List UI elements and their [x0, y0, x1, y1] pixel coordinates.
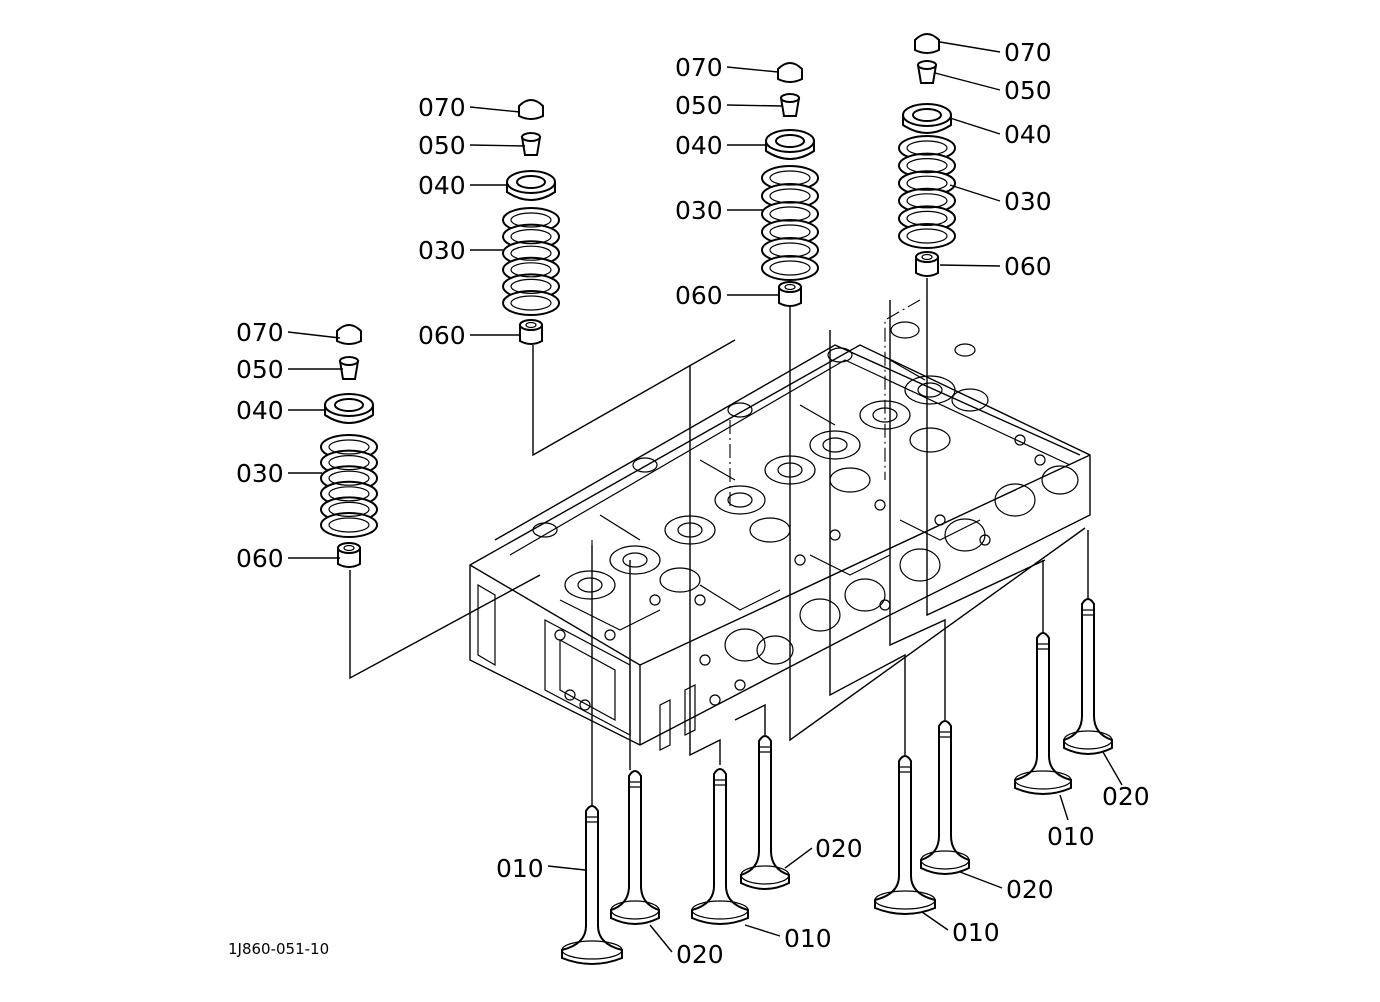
label-valve-in-3: 010: [952, 918, 1000, 947]
label-collet-c: 050: [675, 91, 723, 120]
valve-stem-part: [1014, 632, 1072, 795]
valve-part-stacks: [320, 33, 956, 568]
label-seal-b: 060: [418, 321, 466, 350]
label-retainer-c: 040: [675, 131, 723, 160]
valve-stack-4: [898, 33, 956, 277]
label-valve-ex-3: 020: [1006, 875, 1054, 904]
label-retainer-d: 040: [1004, 120, 1052, 149]
valve-spring-part: [898, 135, 956, 249]
label-seal-c: 060: [675, 281, 723, 310]
valve-3: [691, 768, 749, 925]
valve-8: [1063, 598, 1113, 755]
label-leaders: [287, 41, 1123, 953]
label-cap-d: 070: [1004, 38, 1052, 67]
label-collet-a: 050: [236, 355, 284, 384]
label-spring-d: 030: [1004, 187, 1052, 216]
valve-1: [561, 805, 623, 965]
valve-2: [610, 770, 660, 925]
valve-6: [920, 720, 970, 875]
valve-5: [874, 755, 936, 915]
valves: [561, 598, 1113, 965]
label-valve-ex-1: 020: [676, 940, 724, 969]
label-valve-in-2: 010: [784, 924, 832, 953]
valve-stem-part: [920, 720, 970, 875]
valve-spring-part: [761, 165, 819, 281]
valve-stem-part: [610, 770, 660, 925]
label-cap-b: 070: [418, 93, 466, 122]
valve-stem-part: [691, 768, 749, 925]
valve-stem-part: [874, 755, 936, 915]
valve-cap-part: [336, 324, 362, 345]
valve-stem-part: [561, 805, 623, 965]
label-valve-ex-4: 020: [1102, 782, 1150, 811]
label-seal-a: 060: [236, 544, 284, 573]
valve-stem-part: [1063, 598, 1113, 755]
alignment-lines: [349, 278, 1089, 805]
cylinder-head: [469, 321, 1091, 751]
label-cap-a: 070: [236, 318, 284, 347]
label-spring-b: 030: [418, 236, 466, 265]
label-valve-ex-2: 020: [815, 834, 863, 863]
label-retainer-b: 040: [418, 171, 466, 200]
valve-stem-part: [740, 735, 790, 890]
labels: 070 050 040 030 060 070 050 040 030 060 …: [228, 38, 1150, 969]
valve-spring-part: [320, 434, 378, 538]
label-collet-b: 050: [418, 131, 466, 160]
label-spring-a: 030: [236, 459, 284, 488]
valve-cap-part: [518, 99, 544, 120]
valve-stack-2: [502, 99, 560, 345]
label-seal-d: 060: [1004, 252, 1052, 281]
label-retainer-a: 040: [236, 396, 284, 425]
valve-4: [740, 735, 790, 890]
label-collet-d: 050: [1004, 76, 1052, 105]
valve-cap-part: [914, 33, 940, 54]
label-valve-in-4: 010: [1047, 822, 1095, 851]
label-spring-c: 030: [675, 196, 723, 225]
valve-cap-part: [777, 62, 803, 83]
valve-7: [1014, 632, 1072, 795]
label-cap-c: 070: [675, 53, 723, 82]
valve-stack-3: [761, 62, 819, 307]
valve-stack-1: [320, 324, 378, 568]
valve-spring-part: [502, 207, 560, 316]
drawing-code: 1J860-051-10: [228, 940, 329, 958]
label-valve-in-1: 010: [496, 854, 544, 883]
